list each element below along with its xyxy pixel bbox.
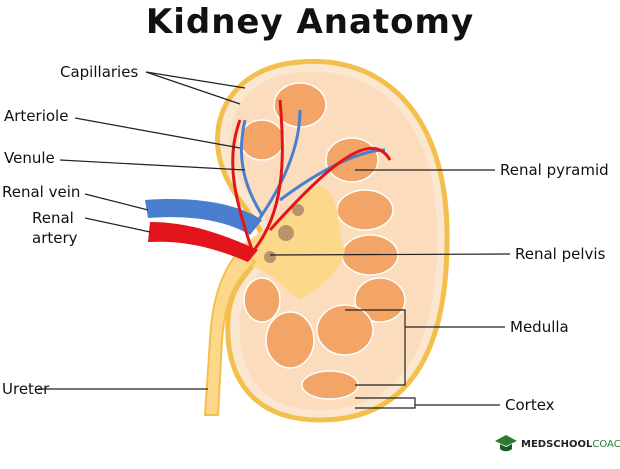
label-venule: Venule <box>4 149 55 167</box>
renal-pyramid <box>301 370 359 400</box>
label-arteriole: Arteriole <box>4 107 69 125</box>
renal-pyramid <box>265 311 315 369</box>
renal-pyramids <box>239 82 406 400</box>
label-renal-artery-line1: Renal <box>32 209 74 227</box>
graduation-cap-icon <box>495 435 517 452</box>
label-capillaries: Capillaries <box>60 63 139 81</box>
renal-pyramid <box>239 119 285 161</box>
renal-artery <box>148 222 258 262</box>
renal-vein <box>145 199 262 235</box>
renal-pyramid <box>354 277 406 323</box>
renal-pyramid <box>336 189 394 231</box>
ureter <box>203 248 257 416</box>
medschoolcoach-logo: MEDSCHOOLCOACH <box>494 432 620 456</box>
label-ureter: Ureter <box>2 380 50 398</box>
renal-pyramid <box>325 137 379 183</box>
label-renal-pelvis: Renal pelvis <box>515 245 606 263</box>
renal-pyramid <box>243 277 281 323</box>
renal-pelvis <box>240 185 345 300</box>
logo-text-medschool: MEDSCHOOL <box>521 438 593 450</box>
leader-lines <box>38 71 511 409</box>
label-renal-vein: Renal vein <box>2 183 81 201</box>
label-cortex: Cortex <box>505 396 555 414</box>
renal-pyramid <box>316 304 374 356</box>
diagram-title: Kidney Anatomy <box>145 2 475 42</box>
label-renal-artery-line2: artery <box>32 229 78 247</box>
label-renal-pyramid: Renal pyramid <box>500 161 609 179</box>
logo-text-coach: COACH <box>592 438 620 450</box>
label-medulla: Medulla <box>510 318 569 336</box>
